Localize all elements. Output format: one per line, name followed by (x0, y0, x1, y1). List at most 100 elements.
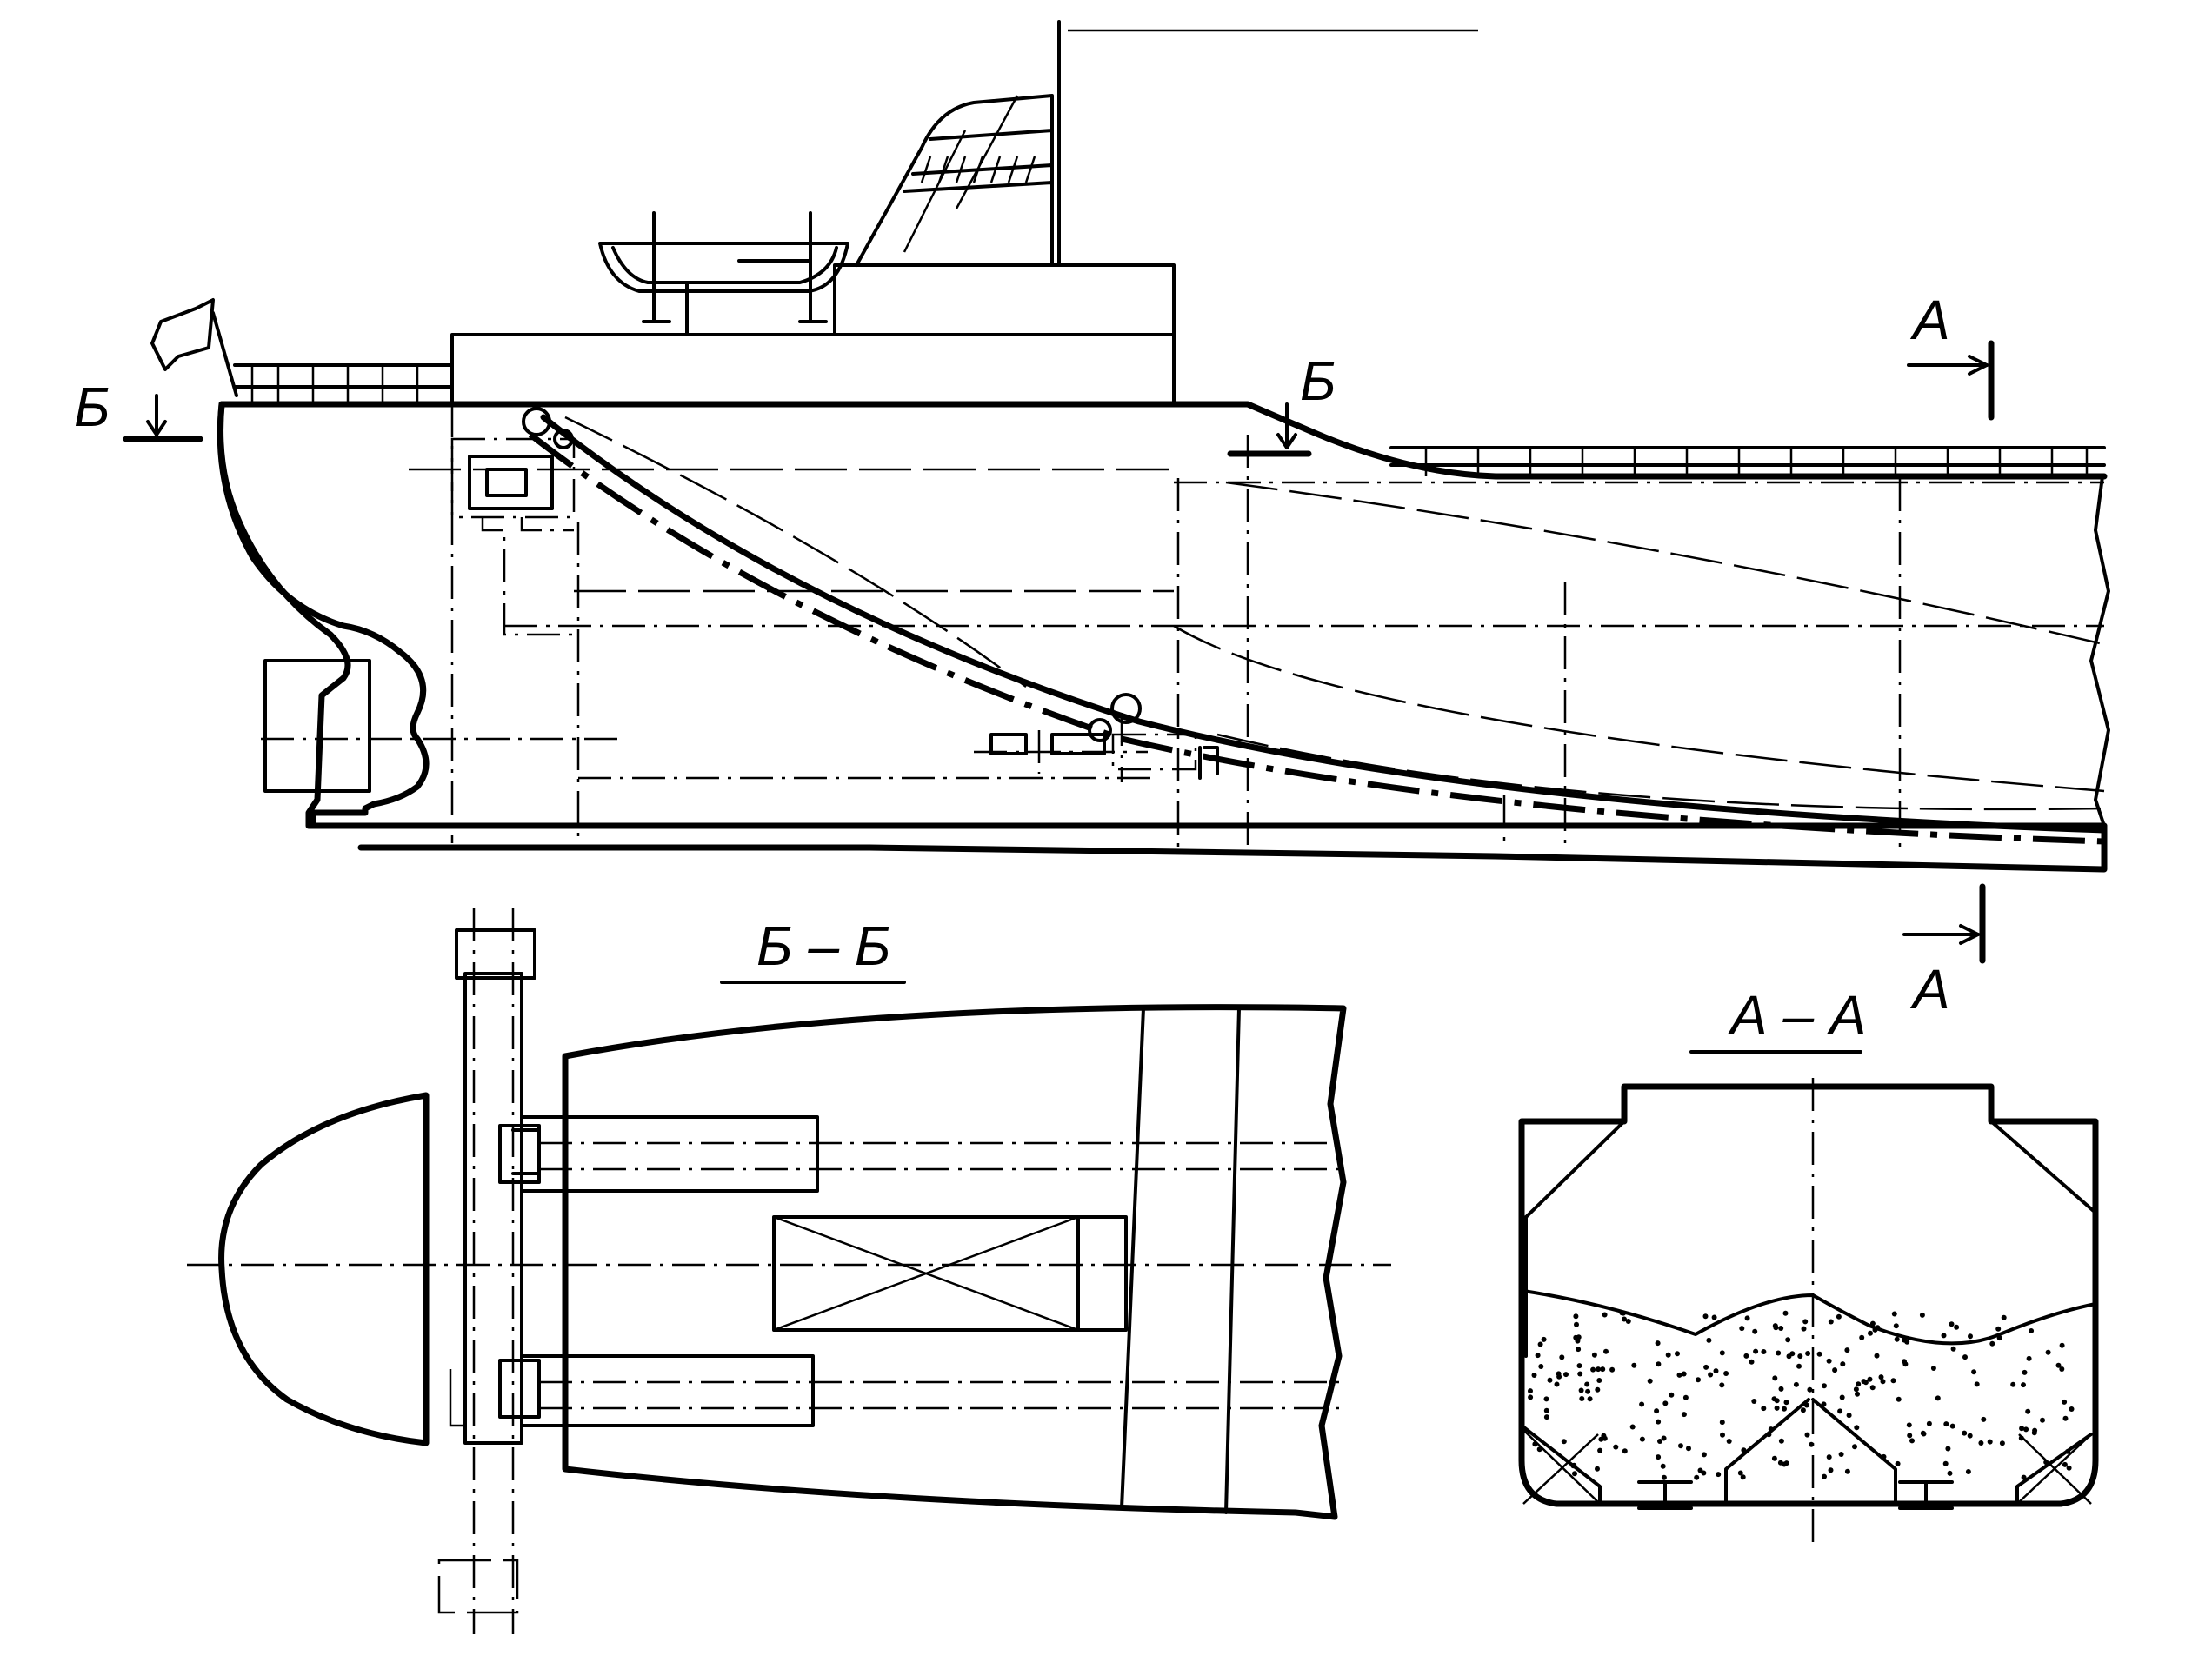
upper-guide-dash (539, 1141, 1343, 1171)
cargo-dot (1796, 1363, 1802, 1369)
cargo-dot (1807, 1386, 1813, 1393)
cargo-dot (1868, 1330, 1873, 1336)
cargo-dot (1896, 1396, 1902, 1402)
lower-guide-bracket (449, 1369, 465, 1427)
plan-hull (562, 1004, 1347, 1520)
cargo-dot (1720, 1432, 1725, 1438)
cargo-dot (2059, 1366, 2065, 1372)
cargo-dot (1556, 1371, 1562, 1377)
cargo-dot (1703, 1364, 1709, 1370)
cargo-dot (1853, 1386, 1859, 1393)
cargo-dot (1967, 1433, 1973, 1439)
cargo-dot (1907, 1433, 1913, 1439)
cargo-dot (1778, 1326, 1784, 1331)
cargo-dot (1800, 1407, 1806, 1413)
cargo-dot (1669, 1392, 1675, 1398)
cargo-dot (1832, 1367, 1838, 1373)
cargo-dot (2065, 1448, 2071, 1454)
cargo-dot (1774, 1405, 1780, 1411)
cargo-dot (1547, 1377, 1553, 1383)
cargo-dot (1726, 1439, 1732, 1444)
label-b-right: Б (1300, 349, 1336, 412)
cargo-dot (2062, 1399, 2068, 1405)
cargo-dot (1846, 1413, 1852, 1419)
cargo-dot (1785, 1337, 1791, 1343)
cargo-dot (1867, 1376, 1873, 1382)
cargo-dot (1719, 1420, 1725, 1426)
cargo-dot (1578, 1387, 1584, 1393)
break-line-right (2089, 475, 2110, 828)
cargo-dot (1694, 1474, 1700, 1480)
cargo-dot (1906, 1422, 1912, 1428)
cargo-dot (1741, 1447, 1747, 1453)
cargo-dot (1771, 1455, 1777, 1461)
cargo-dot (1968, 1333, 1973, 1340)
cargo-dot (1854, 1425, 1860, 1431)
cargo-dot (2069, 1406, 2075, 1412)
cargo-dot (1675, 1351, 1680, 1357)
cargo-dot (1840, 1361, 1846, 1367)
cargo-dot (1943, 1421, 1949, 1427)
conveyor-lower-dash (564, 416, 2105, 811)
cargo-dot (1538, 1364, 1544, 1369)
cargo-dot (1554, 1381, 1560, 1387)
cargo-dot (1895, 1460, 1901, 1466)
cargo-dot (1711, 1314, 1717, 1320)
cargo-dot (1574, 1321, 1579, 1327)
cargo-dot (1945, 1446, 1951, 1452)
cargo-dot (1678, 1443, 1683, 1449)
cargo-dot (1826, 1454, 1832, 1460)
cargo-dot (1894, 1336, 1900, 1342)
cargo-dot (1629, 1424, 1636, 1430)
section-a-marker-top: А (1907, 289, 1995, 421)
cargo-dot (1761, 1406, 1767, 1412)
cargo-dot (1989, 1340, 1995, 1347)
cargo-dot (1561, 1439, 1567, 1445)
cargo-dot (2062, 1461, 2068, 1467)
cargo-dot (2066, 1465, 2072, 1471)
section-a-inner (1520, 1120, 2097, 1358)
cargo-dot (1926, 1420, 1932, 1426)
cargo-dot (1981, 1416, 1987, 1422)
cargo-dot (1996, 1335, 2002, 1341)
cargo-dot (1872, 1327, 1878, 1333)
title-a-a: А – А (1727, 984, 1867, 1047)
cargo-dot (2018, 1435, 2024, 1441)
cargo-dot (1600, 1366, 1606, 1373)
cargo-dot (1822, 1383, 1827, 1389)
cargo-dot (2055, 1362, 2062, 1368)
cargo-dot (1962, 1430, 1968, 1436)
cargo-dot (1782, 1406, 1787, 1412)
cargo-dot (1590, 1366, 1596, 1373)
section-a-marker-bottom: А (1902, 883, 1986, 1021)
cargo-dot (1828, 1467, 1834, 1473)
cargo-dot (1584, 1381, 1590, 1387)
cargo-dot (1701, 1452, 1707, 1458)
cargo-dot (1602, 1312, 1608, 1318)
cargo-dot (1772, 1375, 1778, 1381)
cargo-dot (1665, 1352, 1671, 1358)
cargo-dot (1723, 1371, 1729, 1376)
cargo-dot (1541, 1336, 1547, 1342)
cargo-dot (2025, 1408, 2031, 1414)
cargo-dot (1776, 1350, 1782, 1356)
cargo-dot (1572, 1471, 1577, 1477)
ibeam-right (1898, 1480, 1954, 1510)
cargo-dot (1809, 1441, 1815, 1447)
cargo-dots (1528, 1310, 2075, 1480)
plan-bow (218, 1092, 430, 1446)
cargo-dot (1719, 1382, 1725, 1388)
side-view: Б Б А А (74, 20, 2110, 1021)
cargo-dot (1974, 1381, 1980, 1387)
cargo-dot (1609, 1366, 1616, 1373)
cargo-dot (2062, 1415, 2069, 1421)
cargo-dot (1786, 1353, 1792, 1360)
cargo-dot (1716, 1472, 1722, 1478)
cargo-dot (2059, 1342, 2065, 1348)
cargo-dot (1856, 1381, 1862, 1387)
cargo-dot (1839, 1394, 1845, 1400)
cargo-dot (2001, 1314, 2007, 1320)
cargo-dot (1773, 1325, 1779, 1331)
cargo-dot (1528, 1394, 1534, 1400)
